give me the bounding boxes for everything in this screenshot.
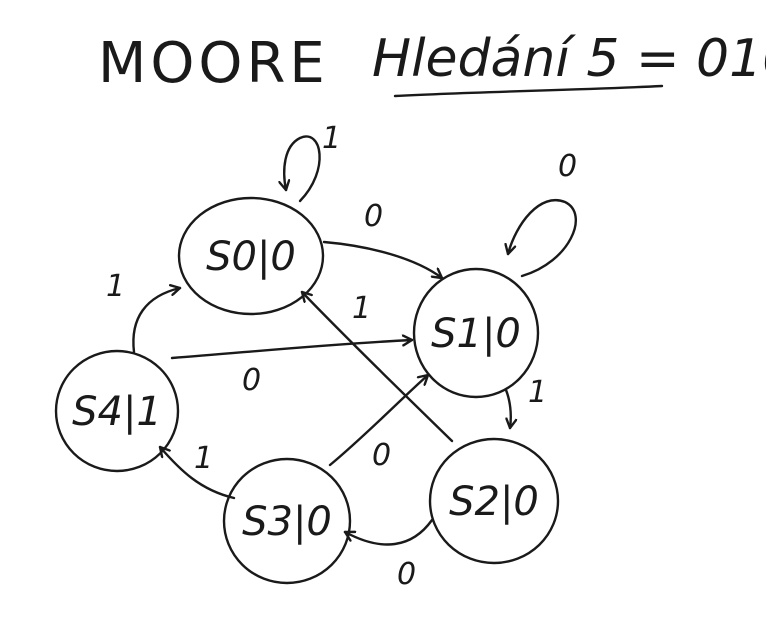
transition-s1-s2 bbox=[504, 388, 511, 430]
transition-s3-s1 bbox=[328, 373, 430, 467]
transition-s1-s1-label: 0 bbox=[558, 149, 577, 184]
subtitle-underline bbox=[393, 84, 664, 98]
state-s4: S4|1 bbox=[54, 349, 180, 473]
transition-s2-s0-label: 1 bbox=[352, 291, 371, 326]
transition-s3-s4-label: 1 bbox=[194, 441, 213, 476]
transition-s4-s1 bbox=[170, 340, 414, 360]
state-s1-circle bbox=[412, 267, 540, 399]
state-s0-circle bbox=[177, 196, 325, 316]
transition-s1-s2-label: 1 bbox=[528, 375, 547, 410]
diagram-title: MOORE bbox=[98, 31, 329, 96]
state-s4-circle bbox=[54, 349, 180, 473]
state-s0: S0|0 bbox=[177, 196, 325, 316]
transition-s0-s0-label: 1 bbox=[322, 121, 341, 156]
transition-s1-s1 bbox=[508, 199, 577, 278]
state-s4-label: S4|1 bbox=[72, 389, 162, 435]
state-s3-circle bbox=[222, 457, 352, 585]
state-s1: S1|0 bbox=[412, 267, 540, 399]
state-s1-label: S1|0 bbox=[431, 311, 521, 357]
transition-s3-s4 bbox=[158, 445, 236, 500]
diagram-subtitle: Hledání 5 = 0101 bbox=[372, 29, 766, 89]
state-s3-label: S3|0 bbox=[242, 499, 332, 545]
state-s2-label: S2|0 bbox=[449, 479, 539, 525]
transition-s4-s0 bbox=[132, 288, 182, 354]
state-s2: S2|0 bbox=[428, 437, 560, 565]
state-s2-circle bbox=[428, 437, 560, 565]
transition-s2-s0 bbox=[300, 290, 454, 443]
transition-s3-s1-label: 0 bbox=[372, 438, 391, 473]
transition-s2-s3 bbox=[343, 518, 434, 546]
state-s0-label: S0|0 bbox=[206, 234, 296, 280]
transition-s4-s0-label: 1 bbox=[106, 269, 125, 304]
transition-s0-s0 bbox=[284, 135, 321, 203]
transition-s4-s1-label: 0 bbox=[242, 363, 261, 398]
transition-s0-s1 bbox=[322, 240, 444, 280]
state-s3: S3|0 bbox=[222, 457, 352, 585]
transition-s2-s3-label: 0 bbox=[397, 557, 416, 592]
transition-s0-s1-label: 0 bbox=[364, 199, 383, 234]
